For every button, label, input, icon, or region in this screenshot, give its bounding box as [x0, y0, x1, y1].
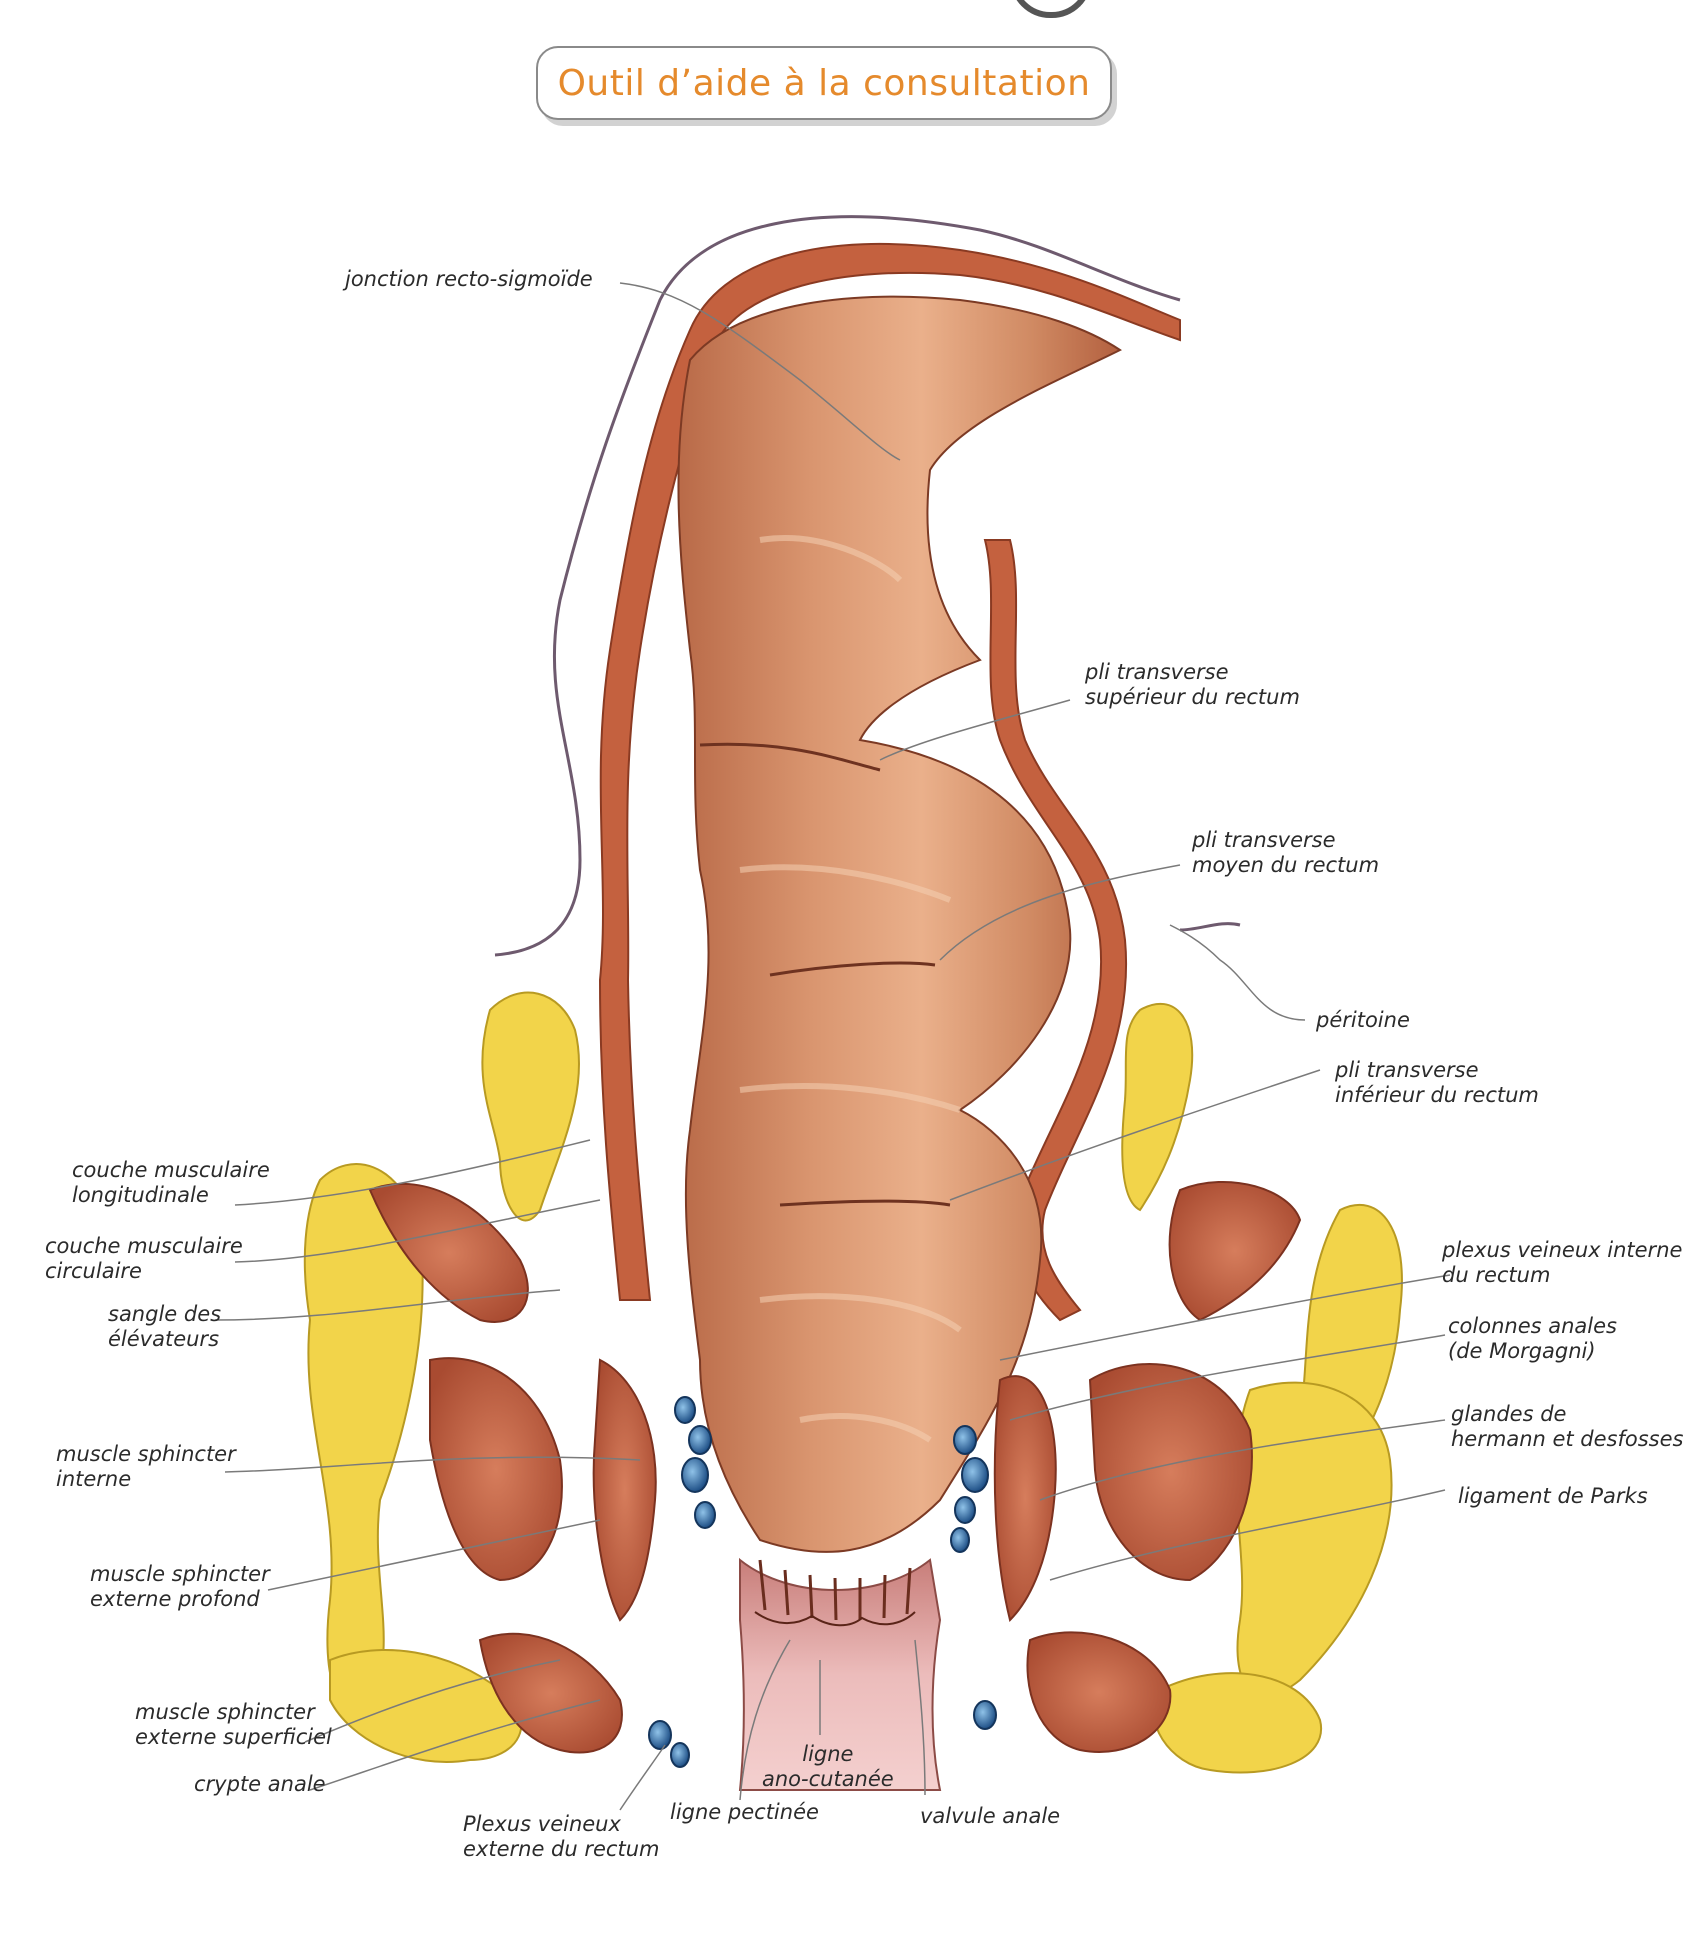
title-box: Outil d’aide à la consultation [536, 46, 1112, 120]
peritoneum [494, 215, 1241, 957]
label-jonction-recto-sigmoide: jonction recto-sigmoïde [345, 267, 593, 291]
transverse-folds [699, 742, 951, 1207]
internal-sphincter [592, 1358, 1057, 1622]
venous-plexus [648, 1396, 997, 1768]
anal-valves [754, 1611, 916, 1627]
anal-columns [758, 1559, 912, 1621]
external-sphincter-muscles [368, 1181, 1302, 1754]
mucosa-highlights [739, 535, 962, 1443]
rectal-wall [598, 242, 1181, 1322]
label-crypte-anale: crypte anale [194, 1772, 326, 1796]
label-ligne-pectinee: ligne pectinée [670, 1800, 819, 1824]
label-valvule-anale: valvule anale [920, 1804, 1061, 1828]
leader-lines [214, 282, 1451, 1811]
label-ligament-de-parks: ligament de Parks [1458, 1484, 1648, 1508]
anal-canal [738, 1557, 942, 1791]
rectal-lumen [677, 295, 1122, 1553]
page-title: Outil d’aide à la consultation [557, 62, 1091, 104]
label-colonnes-anales: colonnes anales(de Morgagni) [1448, 1314, 1617, 1363]
label-peritoine: péritoine [1316, 1008, 1410, 1032]
